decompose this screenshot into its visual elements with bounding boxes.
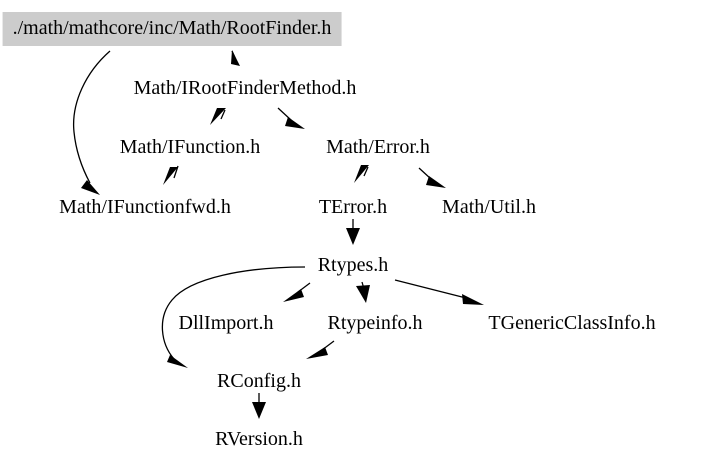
edge-irootfindermethod-to-ifunction <box>210 108 226 125</box>
edge-ifunction-to-ifunctionfwd <box>163 165 179 185</box>
node-error[interactable]: Math/Error.h <box>326 136 430 158</box>
node-tgenericclassinfo[interactable]: TGenericClassInfo.h <box>488 312 656 334</box>
node-dllimport[interactable]: DllImport.h <box>178 312 274 334</box>
node-rtypes[interactable]: Rtypes.h <box>317 254 389 276</box>
node-util[interactable]: Math/Util.h <box>442 196 536 218</box>
node-rootfinder[interactable]: ./math/mathcore/inc/Math/RootFinder.h <box>2 12 342 46</box>
edge-rootfinder-to-ifunctionfwd <box>72 50 111 195</box>
edge-rconfig-to-rversion <box>252 393 266 419</box>
node-terror[interactable]: TError.h <box>318 196 388 218</box>
node-rtypeinfo[interactable]: Rtypeinfo.h <box>327 312 423 334</box>
edge-irootfindermethod-to-error <box>277 107 305 129</box>
edge-rtypes-to-tgenericclassinfo <box>394 279 484 305</box>
edge-rtypeinfo-to-rconfig <box>306 340 335 359</box>
edge-rootfinder-to-irootfindermethod <box>231 50 240 66</box>
edge-error-to-util <box>418 167 446 188</box>
node-rconfig[interactable]: RConfig.h <box>217 370 301 392</box>
edge-rtypes-to-rtypeinfo <box>356 281 370 303</box>
node-irootfindermethod[interactable]: Math/IRootFinderMethod.h <box>133 77 357 99</box>
node-ifunction[interactable]: Math/IFunction.h <box>119 136 261 158</box>
edge-rtypes-to-dllimport <box>283 282 311 302</box>
edge-error-to-terror <box>354 165 369 183</box>
node-ifunctionfwd[interactable]: Math/IFunctionfwd.h <box>59 196 231 218</box>
edge-terror-to-rtypes <box>346 219 360 245</box>
node-rversion[interactable]: RVersion.h <box>215 428 303 450</box>
